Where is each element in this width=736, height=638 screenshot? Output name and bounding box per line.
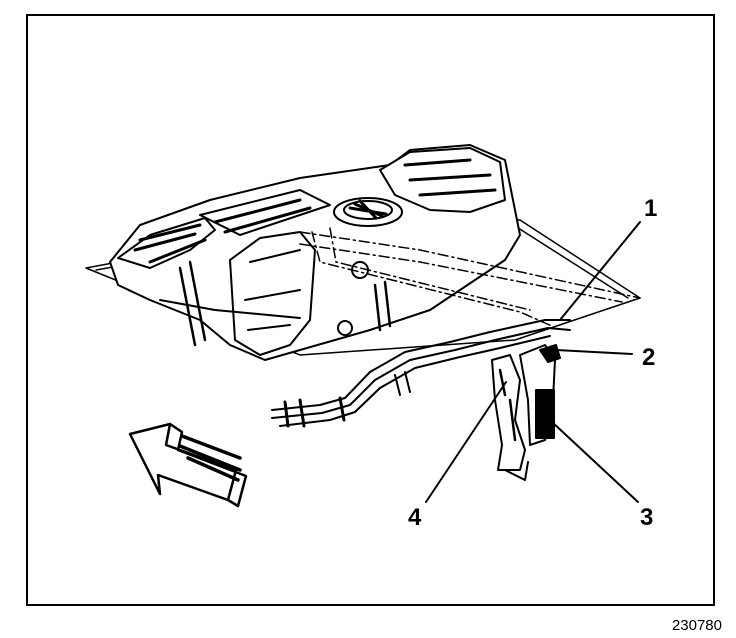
callout-3: 3 bbox=[640, 504, 654, 531]
fuel-line-dashed bbox=[299, 227, 641, 327]
figure-number: 230780 bbox=[671, 617, 722, 634]
fuel-tank bbox=[109, 144, 521, 361]
fuel-lines bbox=[271, 319, 571, 428]
leader-line-4 bbox=[425, 381, 507, 503]
forward-arrow bbox=[128, 422, 248, 508]
filter-assembly bbox=[491, 344, 561, 481]
callout-2: 2 bbox=[642, 344, 656, 371]
callout-4: 4 bbox=[408, 504, 422, 531]
callout-1: 1 bbox=[644, 195, 658, 222]
leader-line-3 bbox=[551, 421, 639, 503]
leader-lines bbox=[425, 221, 641, 503]
leader-line-2 bbox=[555, 349, 633, 355]
leader-line-1 bbox=[559, 221, 641, 321]
